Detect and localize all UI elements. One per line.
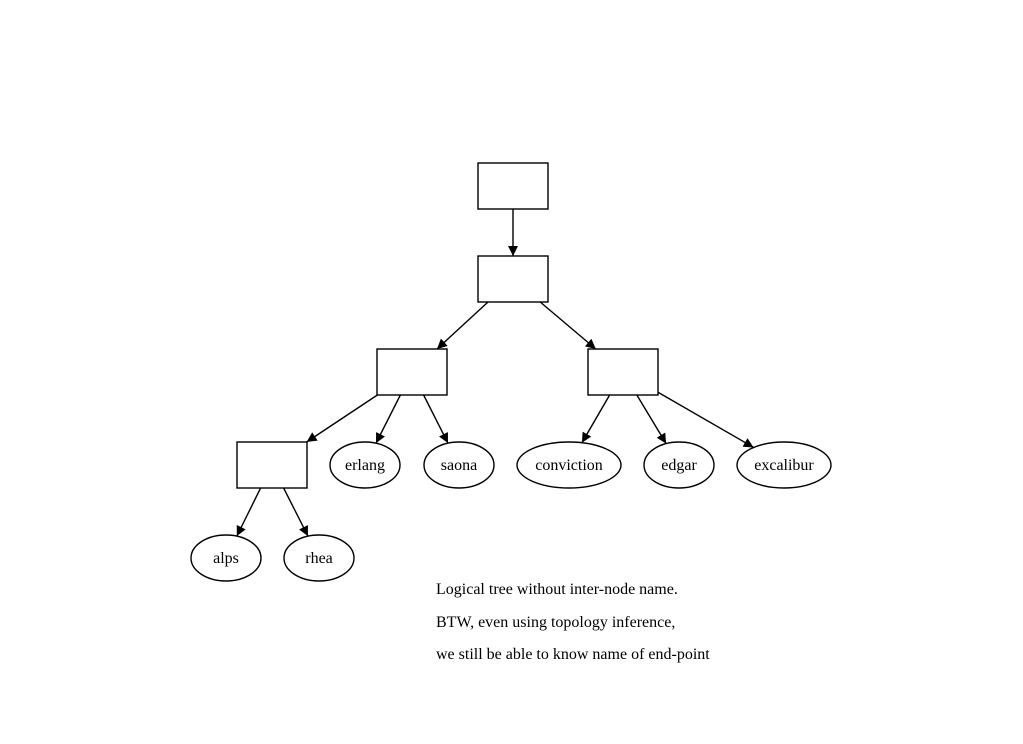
- node-box-n3: [376, 348, 448, 396]
- node-ellipse-excalibur: [736, 441, 832, 489]
- edge-n4-to-conviction: [581, 394, 611, 444]
- node-excalibur: excalibur: [736, 441, 832, 489]
- caption-line-1: Logical tree without inter-node name.: [436, 581, 678, 598]
- edge-n5-to-alps: [236, 487, 262, 537]
- node-label-excalibur: excalibur: [754, 457, 814, 474]
- node-box-n5: [236, 441, 308, 489]
- node-label-saona: saona: [441, 457, 477, 474]
- node-edgar: edgar: [643, 441, 715, 489]
- node-label-edgar: edgar: [661, 457, 697, 474]
- edge-n2-to-n4: [539, 301, 597, 350]
- caption: Logical tree without inter-node name. BT…: [436, 578, 710, 676]
- edge-n4-to-excalibur: [657, 391, 754, 449]
- edge-n4-to-edgar: [636, 394, 667, 444]
- node-n4: [587, 348, 659, 396]
- node-label-conviction: conviction: [535, 457, 603, 474]
- node-ellipse-erlang: [329, 441, 401, 489]
- edge-n3-to-n5: [306, 394, 378, 443]
- node-n3: [376, 348, 448, 396]
- node-n2: [477, 255, 549, 303]
- node-label-alps: alps: [213, 550, 239, 567]
- node-label-erlang: erlang: [345, 457, 385, 474]
- edge-n5-to-rhea: [282, 487, 309, 537]
- node-ellipse-edgar: [643, 441, 715, 489]
- node-rhea: rhea: [283, 534, 355, 582]
- node-ellipse-conviction: [516, 441, 622, 489]
- edge-n2-to-n3: [436, 301, 489, 350]
- node-conviction: conviction: [516, 441, 622, 489]
- node-box-n2: [477, 255, 549, 303]
- node-box-n4: [587, 348, 659, 396]
- node-label-rhea: rhea: [305, 550, 333, 567]
- node-saona: saona: [423, 441, 495, 489]
- edges-layer: [236, 209, 754, 537]
- node-n1: [477, 162, 549, 210]
- node-box-n1: [477, 162, 549, 210]
- nodes-layer: erlang saona conviction edgar excalibur alps r…: [190, 162, 832, 582]
- caption-line-3: we still be able to know name of end-poi…: [436, 646, 710, 663]
- node-ellipse-saona: [423, 441, 495, 489]
- node-alps: alps: [190, 534, 262, 582]
- edge-n3-to-erlang: [375, 394, 402, 444]
- node-ellipse-alps: [190, 534, 262, 582]
- node-erlang: erlang: [329, 441, 401, 489]
- caption-line-2: BTW, even using topology inference,: [436, 613, 676, 631]
- node-n5: [236, 441, 308, 489]
- node-ellipse-rhea: [283, 534, 355, 582]
- edge-n3-to-saona: [422, 394, 449, 444]
